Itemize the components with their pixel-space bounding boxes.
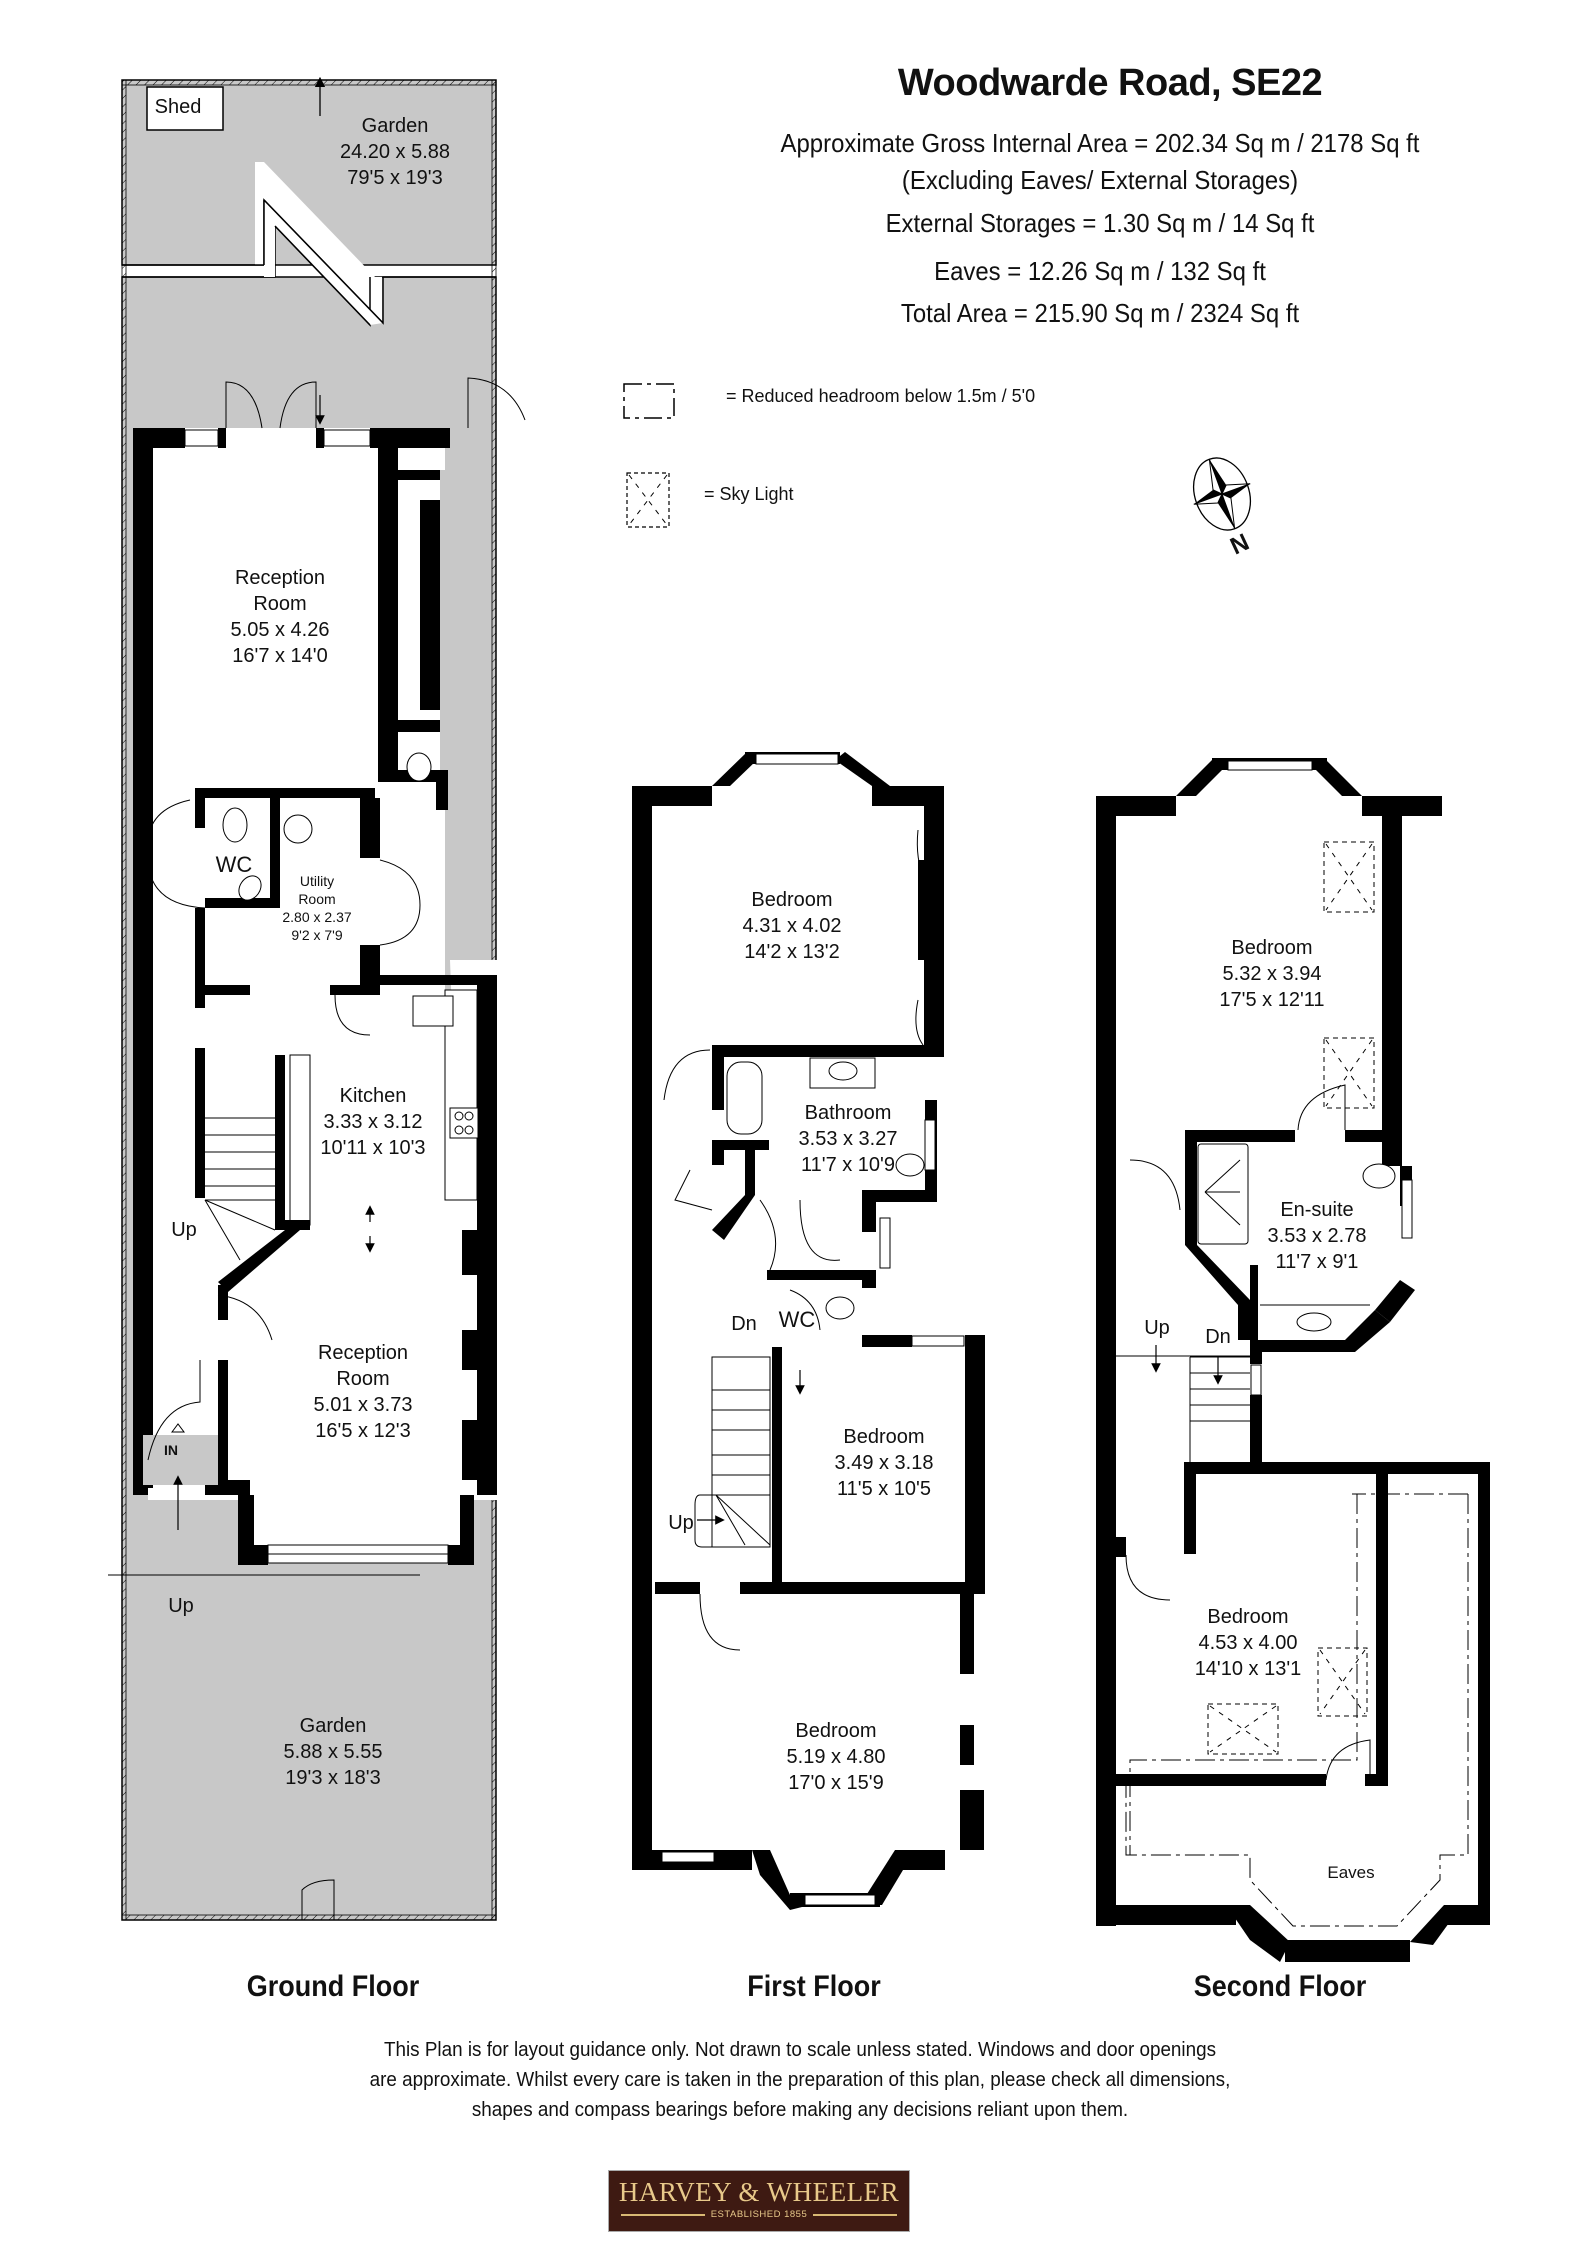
rear-garden-imperial: 79'5 x 19'3 — [347, 167, 443, 189]
disclaimer: This Plan is for layout guidance only. N… — [248, 2035, 1352, 2125]
disclaimer-line-1: This Plan is for layout guidance only. N… — [383, 2038, 1217, 2061]
ground-stair-up-label: Up — [171, 1219, 197, 1241]
bathroom-name: Bathroom — [805, 1102, 892, 1124]
ff-bedroom-front-name: Bedroom — [795, 1720, 876, 1742]
harvey-wheeler-logo: HARVEY & WHEELER ESTABLISHED 1855 — [608, 2170, 910, 2232]
ground-floor-label: Ground Floor — [246, 1970, 420, 2003]
reception-rear-imperial: 16'7 x 14'0 — [232, 645, 328, 667]
sky-light-icon — [1207, 841, 1375, 1755]
area-exclusion-note: (Excluding Eaves/ External Storages) — [901, 165, 1299, 195]
logo-rule-left — [620, 2213, 705, 2216]
compass-north-label: N — [1226, 529, 1253, 561]
reduced-headroom-outline — [1125, 1493, 1469, 1927]
reception-front-name: Reception — [318, 1342, 408, 1364]
external-storage-area: External Storages = 1.30 Sq m / 14 Sq ft — [885, 208, 1315, 238]
ff-stair-up-label: Up — [668, 1512, 694, 1534]
sf-stair-down-label: Dn — [1205, 1326, 1231, 1348]
sf-bedroom-front-metric: 4.53 x 4.00 — [1199, 1632, 1298, 1654]
front-garden-imperial: 19'3 x 18'3 — [285, 1767, 381, 1789]
ff-bedroom-rear-name: Bedroom — [751, 889, 832, 911]
total-area: Total Area = 215.90 Sq m / 2324 Sq ft — [900, 298, 1300, 328]
reception-front-metric: 5.01 x 3.73 — [314, 1394, 413, 1416]
bathroom-metric: 3.53 x 3.27 — [799, 1128, 898, 1150]
first-floor-plan: Bedroom 4.31 x 4.02 14'2 x 13'2 Bathroom… — [632, 752, 985, 1910]
logo-tagline: ESTABLISHED 1855 — [710, 2209, 808, 2220]
entrance-label: IN — [164, 1442, 178, 1458]
disclaimer-line-3: shapes and compass bearings before makin… — [471, 2098, 1129, 2121]
eaves-label: Eaves — [1327, 1863, 1374, 1882]
gross-internal-area: Approximate Gross Internal Area = 202.34… — [780, 128, 1420, 158]
shed — [146, 86, 224, 131]
reception-front-name2: Room — [336, 1368, 389, 1390]
ff-bedroom-front-metric: 5.19 x 4.80 — [787, 1746, 886, 1768]
legend-sky-light-icon — [626, 472, 670, 528]
disclaimer-line-2: are approximate. Whilst every care is ta… — [369, 2068, 1231, 2091]
sf-bedroom-rear-imperial: 17'5 x 12'11 — [1219, 989, 1324, 1011]
rear-garden-name: Garden — [362, 115, 429, 137]
ff-wc-label: WC — [779, 1307, 816, 1332]
front-garden-name: Garden — [300, 1715, 367, 1737]
sf-bedroom-rear-name: Bedroom — [1231, 937, 1312, 959]
sf-bedroom-rear-metric: 5.32 x 3.94 — [1223, 963, 1322, 985]
kitchen-metric: 3.33 x 3.12 — [324, 1111, 423, 1133]
front-garden-metric: 5.88 x 5.55 — [284, 1741, 383, 1763]
kitchen-name: Kitchen — [340, 1085, 407, 1107]
ff-bedroom-front-imperial: 17'0 x 15'9 — [788, 1772, 884, 1794]
reception-rear-metric: 5.05 x 4.26 — [231, 619, 330, 641]
ensuite-metric: 3.53 x 2.78 — [1268, 1225, 1367, 1247]
sf-bedroom-front-imperial: 14'10 x 13'1 — [1195, 1658, 1302, 1680]
logo-tagline-row: ESTABLISHED 1855 — [609, 2209, 909, 2220]
ff-bedroom-middle-imperial: 11'5 x 10'5 — [837, 1478, 931, 1500]
ff-bedroom-rear-metric: 4.31 x 4.02 — [743, 915, 842, 937]
ensuite-name: En-suite — [1280, 1199, 1353, 1221]
page-title: Woodwarde Road, SE22 — [897, 62, 1323, 104]
front-step-up-label: Up — [168, 1595, 194, 1617]
compass-rose-icon — [1192, 457, 1252, 531]
shed-label: Shed — [155, 96, 202, 118]
ensuite-imperial: 11'7 x 9'1 — [1276, 1251, 1359, 1273]
rear-garden-metric: 24.20 x 5.88 — [340, 141, 450, 163]
ff-stair-down-label: Dn — [731, 1313, 757, 1335]
utility-name: Utility — [300, 873, 334, 889]
eaves-area: Eaves = 12.26 Sq m / 132 Sq ft — [934, 256, 1266, 286]
reception-rear-name: Reception — [235, 567, 325, 589]
ff-bedroom-middle-name: Bedroom — [843, 1426, 924, 1448]
sf-stair-up-label: Up — [1144, 1317, 1170, 1339]
second-floor-plan: Bedroom 5.32 x 3.94 17'5 x 12'11 En-suit… — [1096, 758, 1490, 1962]
ff-bedroom-middle-metric: 3.49 x 3.18 — [835, 1452, 934, 1474]
ff-bedroom-rear-imperial: 14'2 x 13'2 — [744, 941, 840, 963]
kitchen-imperial: 10'11 x 10'3 — [320, 1137, 425, 1159]
first-floor-label: First Floor — [747, 1970, 881, 2003]
utility-imperial: 9'2 x 7'9 — [291, 927, 342, 943]
utility-name2: Room — [298, 891, 335, 907]
utility-metric: 2.80 x 2.37 — [282, 909, 351, 925]
second-floor-label: Second Floor — [1193, 1970, 1367, 2003]
sf-bedroom-front-name: Bedroom — [1207, 1606, 1288, 1628]
legend-reduced-headroom-label: = Reduced headroom below 1.5m / 5'0 — [726, 386, 1036, 406]
reception-rear-name2: Room — [253, 593, 306, 615]
logo-brand: HARVEY & WHEELER — [618, 2177, 900, 2207]
reception-front-imperial: 16'5 x 12'3 — [315, 1420, 411, 1442]
ground-wc-label: WC — [216, 852, 253, 877]
logo-rule-right — [813, 2213, 898, 2216]
legend-reduced-headroom-icon — [623, 383, 675, 419]
legend-sky-light-label: = Sky Light — [704, 484, 794, 504]
ground-floor-plan: Shed Garden 24.20 x 5.88 79'5 x 19'3 Rec… — [108, 76, 526, 1921]
bathroom-imperial: 11'7 x 10'9 — [801, 1154, 895, 1176]
